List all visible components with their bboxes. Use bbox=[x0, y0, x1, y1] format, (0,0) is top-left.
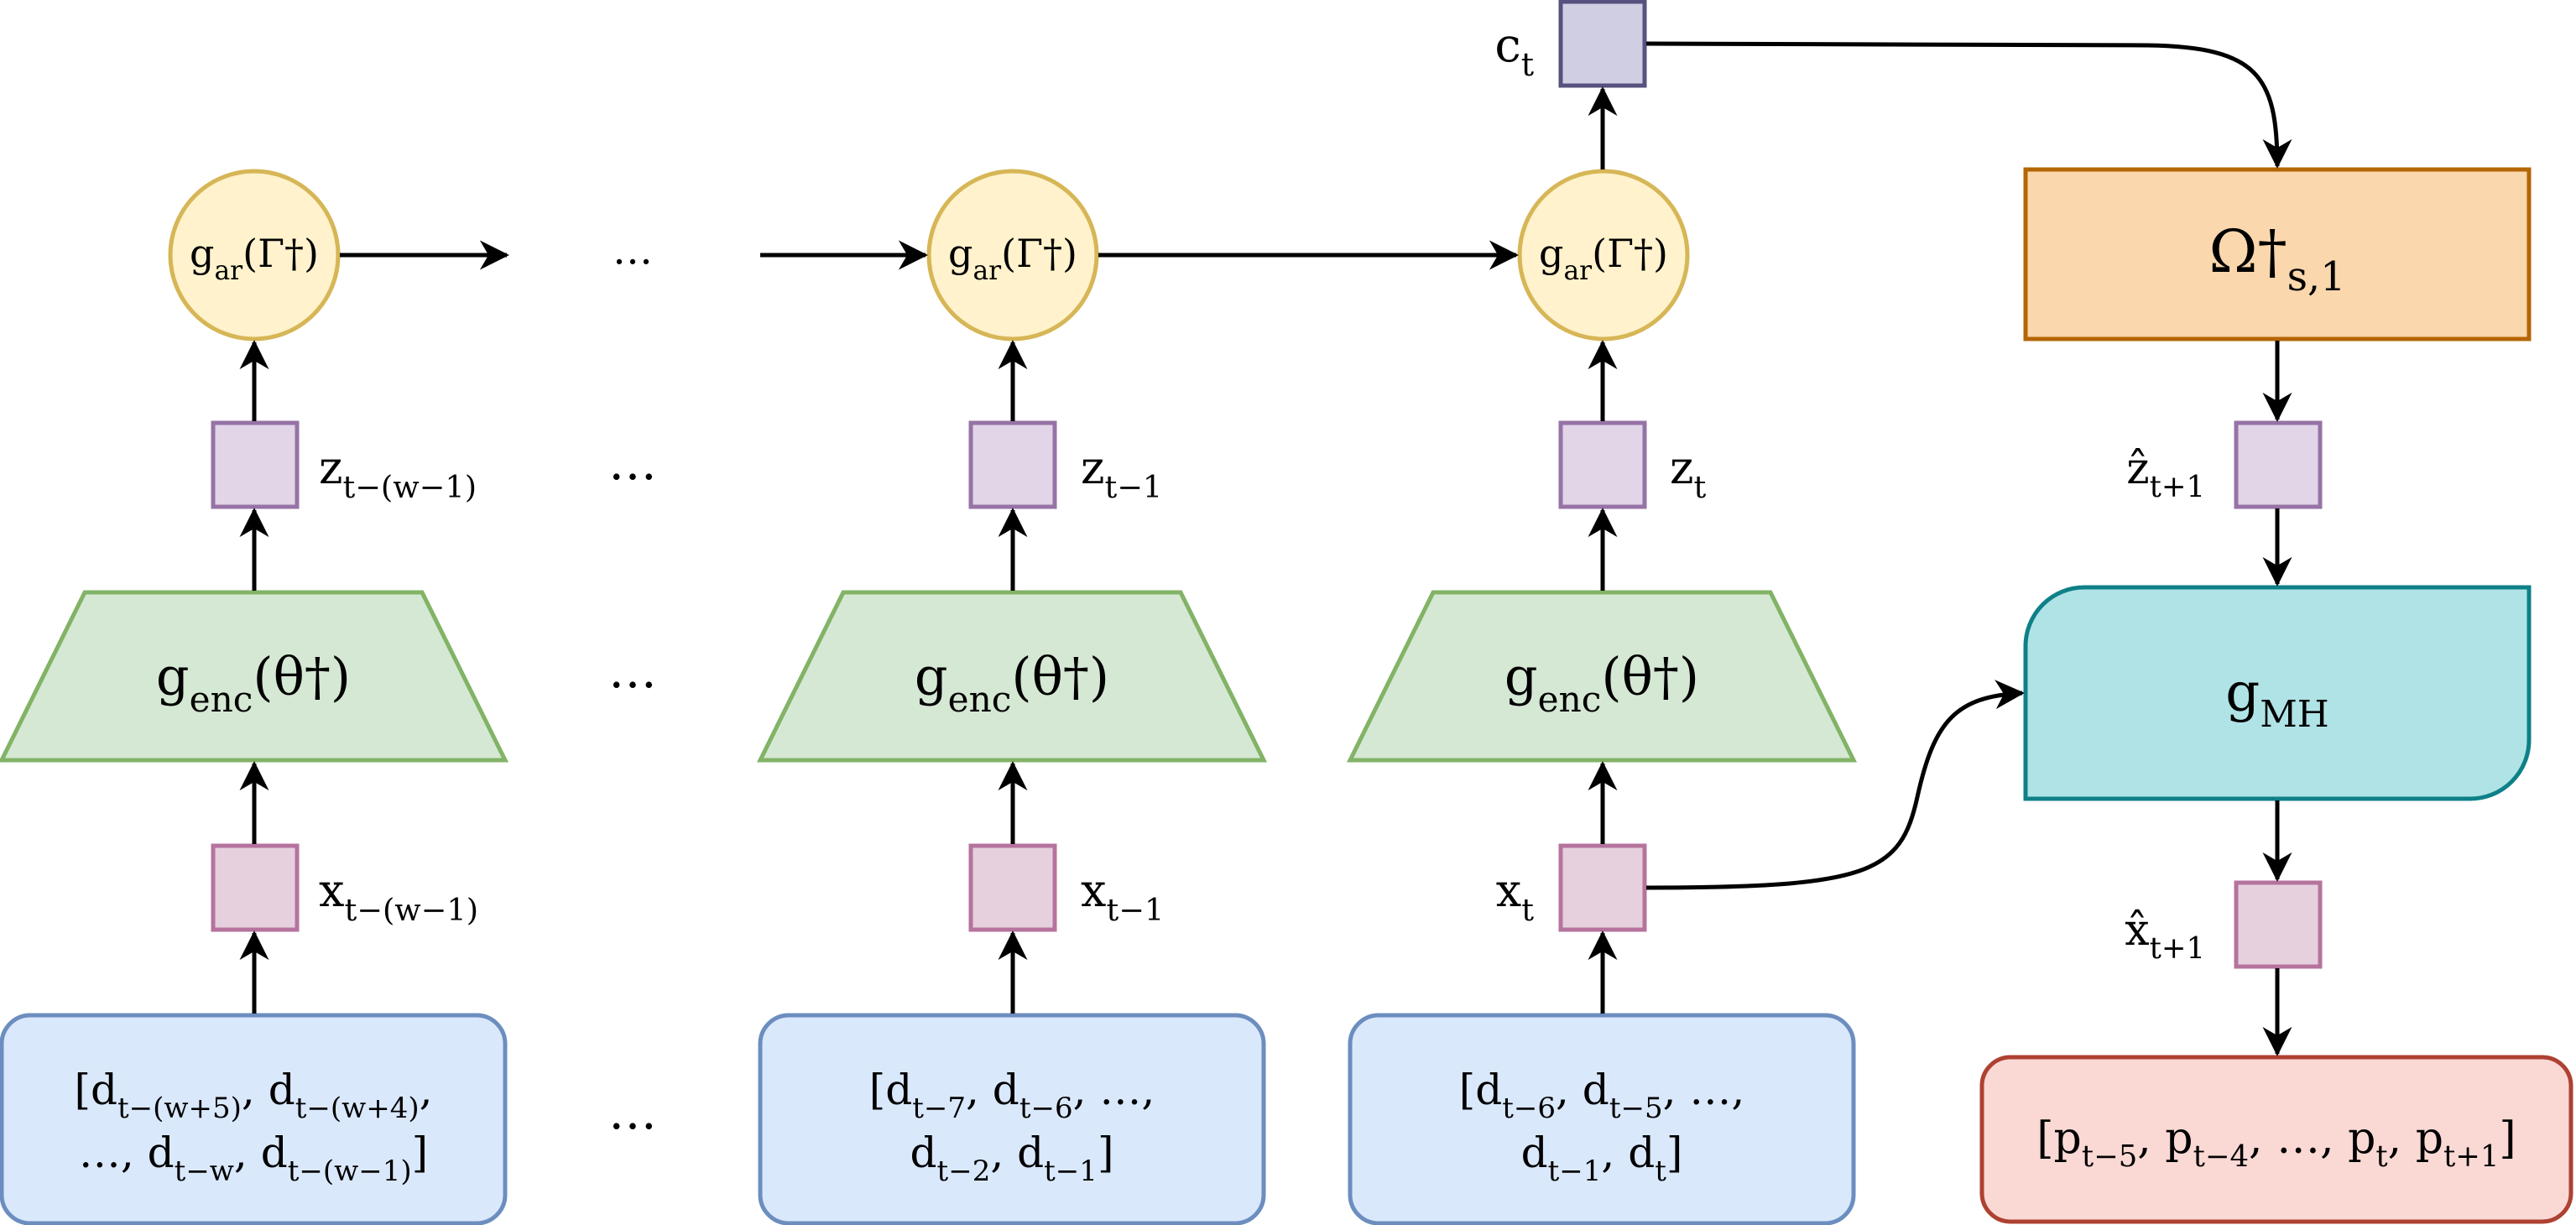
x-square bbox=[968, 843, 1057, 932]
autoregressor-circle bbox=[168, 169, 341, 341]
autoregressor-label: gar(Γ†) bbox=[190, 231, 319, 286]
autoregressor-label: gar(Γ†) bbox=[1539, 231, 1668, 286]
z-square bbox=[1558, 420, 1647, 509]
omega-box bbox=[2023, 167, 2532, 341]
connections bbox=[239, 41, 2292, 1056]
z-label: zt−1 bbox=[1081, 441, 1162, 505]
input-window-label-line1: [dt−6, dt−5, …, bbox=[1459, 1066, 1745, 1125]
encoder-trapezoid bbox=[756, 590, 1268, 763]
context-vector-square bbox=[1558, 0, 1647, 88]
z-square bbox=[968, 420, 1057, 509]
multi-head-box bbox=[2023, 585, 2532, 801]
column-3: [dt−6, dt−5, …, dt−1, dt] xt genc(θ†) zt… bbox=[1346, 169, 1858, 1225]
autoregressor-circle bbox=[1517, 169, 1690, 341]
x-square bbox=[1558, 843, 1647, 932]
input-window-label-line1: [dt−(w+5), dt−(w+4), bbox=[74, 1066, 432, 1125]
output-label: [pt−5, pt−4, …, pt, pt+1] bbox=[2036, 1113, 2516, 1174]
input-window-box bbox=[1348, 1013, 1856, 1225]
xhat-label: x̂t+1 bbox=[2125, 905, 2205, 966]
context-vector-label: ct bbox=[1494, 18, 1534, 83]
input-window-label-line1: [dt−7, dt−6, …, bbox=[869, 1066, 1155, 1125]
zhat-square bbox=[2234, 420, 2323, 509]
zhat-label: ẑt+1 bbox=[2126, 444, 2205, 504]
x-square bbox=[211, 843, 300, 932]
z-label: zt−(w−1) bbox=[319, 441, 477, 505]
encoder-label: genc(θ†) bbox=[1504, 646, 1699, 719]
multi-head-label: gMH bbox=[2225, 662, 2328, 737]
output-box bbox=[1979, 1055, 2573, 1224]
x-label: xt bbox=[1496, 864, 1534, 928]
input-window-label-line2: dt−1, dt] bbox=[1521, 1129, 1683, 1188]
z-square bbox=[211, 420, 300, 509]
encoder-label: genc(θ†) bbox=[915, 646, 1109, 719]
encoder-trapezoid bbox=[1346, 590, 1858, 763]
omega-label: Ω†s,1 bbox=[2209, 217, 2346, 300]
column-2: [dt−7, dt−6, …, dt−2, dt−1] xt−1 genc(θ†… bbox=[756, 169, 1268, 1225]
autoregressor-label: gar(Γ†) bbox=[948, 231, 1077, 286]
column-1: [dt−(w+5), dt−(w+4), …, dt−w, dt−(w−1)] … bbox=[0, 169, 509, 1225]
arrow-context-to-omega bbox=[1645, 41, 2292, 169]
x-label: xt−1 bbox=[1081, 864, 1164, 928]
ellipsis-ar: … bbox=[613, 227, 653, 274]
input-window-box bbox=[758, 1013, 1266, 1225]
input-window-box bbox=[0, 1013, 508, 1225]
ellipsis-z: … bbox=[608, 434, 657, 491]
input-window-label-line2: …, dt−w, dt−(w−1)] bbox=[79, 1129, 428, 1188]
encoder-label: genc(θ†) bbox=[156, 646, 351, 719]
x-label: xt−(w−1) bbox=[319, 864, 478, 928]
input-window-label-line2: dt−2, dt−1] bbox=[910, 1129, 1114, 1188]
xhat-square bbox=[2234, 880, 2323, 969]
z-label: zt bbox=[1670, 441, 1706, 505]
arrow-xt-to-multihead bbox=[1645, 680, 2025, 890]
autoregressor-circle bbox=[926, 169, 1099, 341]
ellipsis-input: … bbox=[608, 1083, 657, 1140]
encoder-trapezoid bbox=[0, 590, 509, 763]
ellipsis-enc: … bbox=[608, 642, 657, 699]
